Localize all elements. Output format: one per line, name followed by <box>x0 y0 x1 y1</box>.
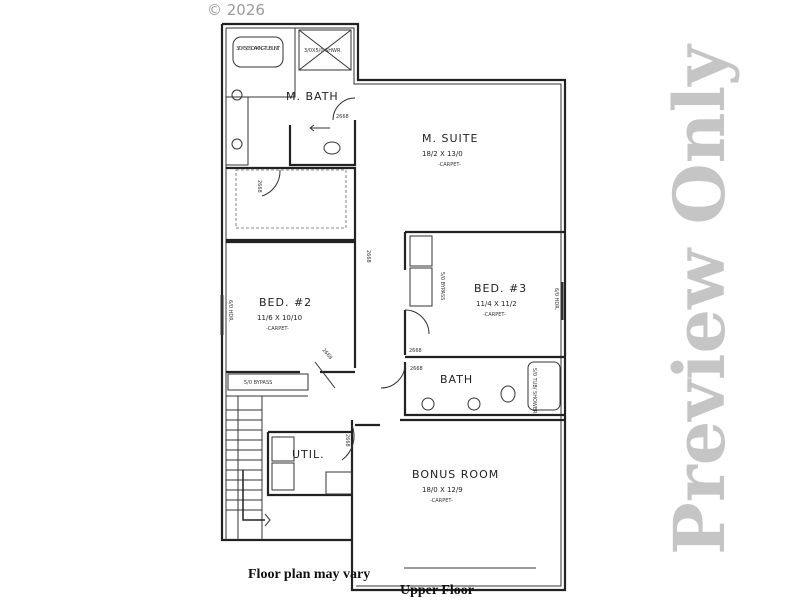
right-window-label: 6/0 HDR. <box>553 288 559 311</box>
shower-label: 3/0X5/0 SHWR. <box>304 48 342 54</box>
bed3-size: 11/4 X 11/2 <box>476 300 517 308</box>
tub-shower-label: 5/0 TUB/ SHOWER <box>531 368 537 414</box>
bed3-floor: -CARPET- <box>483 312 506 318</box>
tub-label: 3/0 X 5/0 SOAKING TUB UNIT <box>236 46 281 52</box>
m-suite-label: M. SUITE <box>422 132 478 145</box>
bed2-size: 11/6 X 10/10 <box>257 314 302 322</box>
door-tag: 2668 <box>336 114 349 120</box>
left-window-label: 6/0 HDR. <box>227 300 233 323</box>
bed2-bypass-label: 5/0 BYPASS <box>244 380 272 386</box>
door-swing <box>404 309 430 335</box>
door-tag: 2668 <box>344 434 350 447</box>
bath-label: BATH <box>440 373 473 386</box>
master-bath <box>226 28 357 242</box>
m-bath-label: M. BATH <box>286 90 339 103</box>
bed3-bypass-label: 5/0 BYPASS <box>439 272 445 300</box>
door-tag: 2668 <box>410 366 423 372</box>
bed3-closet <box>409 267 433 307</box>
utility-room <box>266 418 565 497</box>
door-tag: 2668 <box>256 180 262 193</box>
bonus-floor: -CARPET- <box>430 498 453 504</box>
copyright-text: © 2026 <box>207 1 265 19</box>
exterior-walls <box>220 22 567 592</box>
linen-closet <box>409 235 433 267</box>
door-tag: 2668 <box>320 347 333 361</box>
bed3-label: BED. #3 <box>474 282 527 295</box>
bed2-label: BED. #2 <box>259 296 312 309</box>
m-suite-floor: -CARPET- <box>438 162 461 168</box>
bed2-floor: -CARPET- <box>266 326 289 332</box>
bed2-walls <box>220 240 357 397</box>
bonus-size: 18/0 X 12/9 <box>422 486 463 494</box>
m-suite-size: 18/2 X 13/0 <box>422 150 463 158</box>
floor-title: Upper Floor <box>400 583 475 598</box>
door-tag: 2668 <box>409 348 422 354</box>
floor-plan-note: Floor plan may vary <box>248 567 371 582</box>
hall-bath <box>380 282 565 417</box>
util-label: UTIL. <box>292 448 325 461</box>
door-tag: 2668 <box>365 250 371 263</box>
bonus-label: BONUS ROOM <box>412 468 499 481</box>
stairs <box>226 396 271 540</box>
